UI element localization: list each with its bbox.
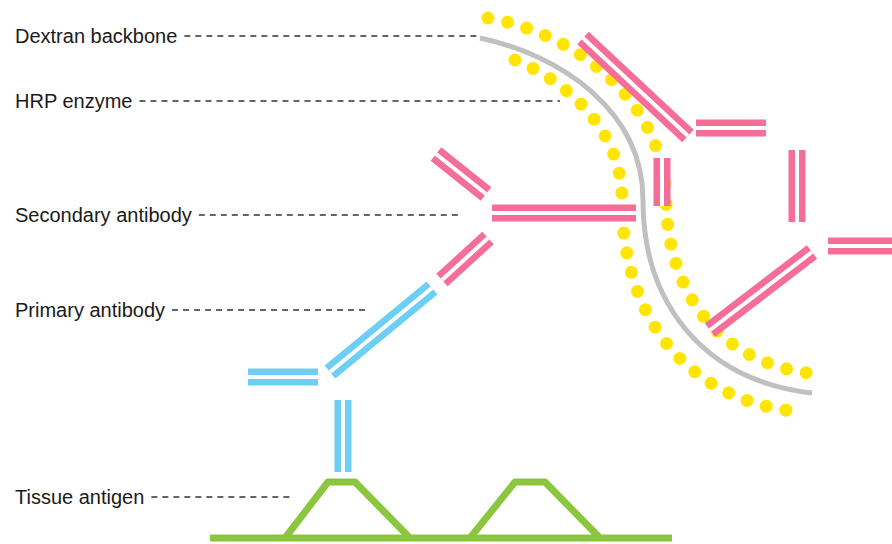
leader-line <box>184 35 478 37</box>
leader-line <box>151 496 290 498</box>
leader-line <box>139 100 560 102</box>
part-label: Secondary antibody <box>15 203 192 227</box>
tissue-antigen <box>210 482 672 538</box>
hrp-dots <box>488 18 808 412</box>
leader-line <box>172 309 368 311</box>
part-label: Dextran backbone <box>15 24 177 48</box>
part-label: Primary antibody <box>15 298 165 322</box>
part-label: HRP enzyme <box>15 89 132 113</box>
dextran-backbone <box>480 38 812 393</box>
leader-line <box>199 214 458 216</box>
secondary-antibodies <box>436 38 892 330</box>
part-label: Tissue antigen <box>15 485 144 509</box>
primary-antibody <box>248 288 432 472</box>
